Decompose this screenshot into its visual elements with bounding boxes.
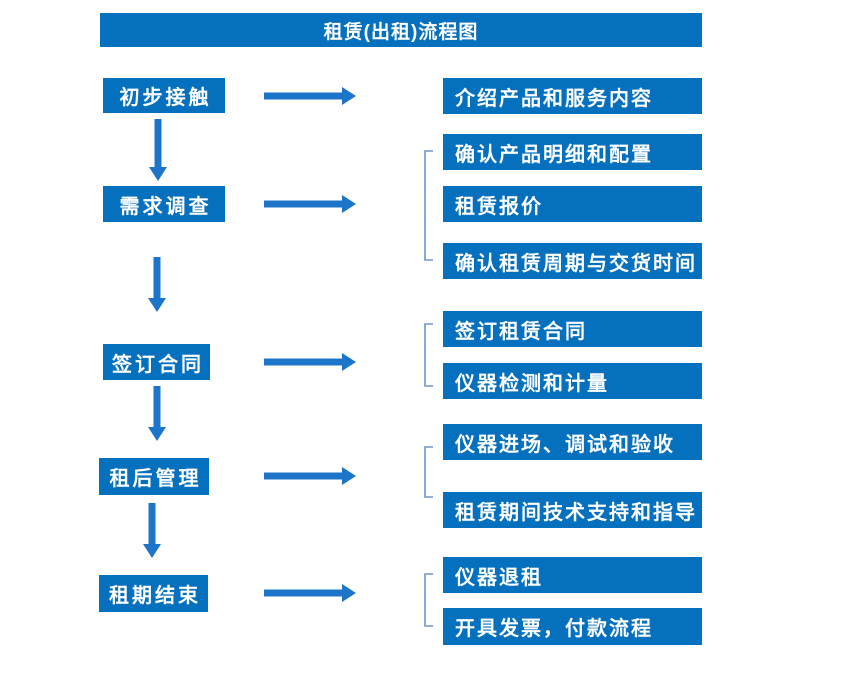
detail-box: 仪器检测和计量 xyxy=(443,363,702,399)
down-arrow-icon xyxy=(148,386,166,441)
step-box-sign-contract: 签订合同 xyxy=(103,344,210,380)
down-arrow-icon xyxy=(143,503,161,558)
right-arrow-icon xyxy=(264,353,356,371)
detail-box: 租赁期间技术支持和指导 xyxy=(443,492,702,528)
detail-box: 签订租赁合同 xyxy=(443,311,702,347)
detail-box: 仪器进场、调试和验收 xyxy=(443,424,702,460)
group-bracket xyxy=(424,446,433,498)
detail-box: 介绍产品和服务内容 xyxy=(443,78,702,114)
step-box-demand-survey: 需求调查 xyxy=(103,186,225,222)
group-bracket xyxy=(424,150,433,261)
step-box-initial-contact: 初步接触 xyxy=(103,78,225,113)
detail-box: 开具发票，付款流程 xyxy=(443,608,702,645)
detail-box: 确认租赁周期与交货时间 xyxy=(443,243,702,279)
right-arrow-icon xyxy=(264,195,356,213)
step-box-post-rental: 租后管理 xyxy=(99,458,209,495)
detail-box: 确认产品明细和配置 xyxy=(443,134,702,170)
right-arrow-icon xyxy=(264,87,356,105)
group-bracket xyxy=(424,573,433,627)
right-arrow-icon xyxy=(264,467,356,485)
down-arrow-icon xyxy=(149,119,167,181)
title-bar: 租赁(出租)流程图 xyxy=(100,13,702,47)
page-title: 租赁(出租)流程图 xyxy=(323,21,479,43)
right-arrow-icon xyxy=(264,584,356,602)
down-arrow-icon xyxy=(148,257,166,312)
detail-box: 租赁报价 xyxy=(443,186,702,222)
step-box-rental-end: 租期结束 xyxy=(99,575,208,612)
group-bracket xyxy=(424,323,433,387)
detail-box: 仪器退租 xyxy=(443,557,702,593)
